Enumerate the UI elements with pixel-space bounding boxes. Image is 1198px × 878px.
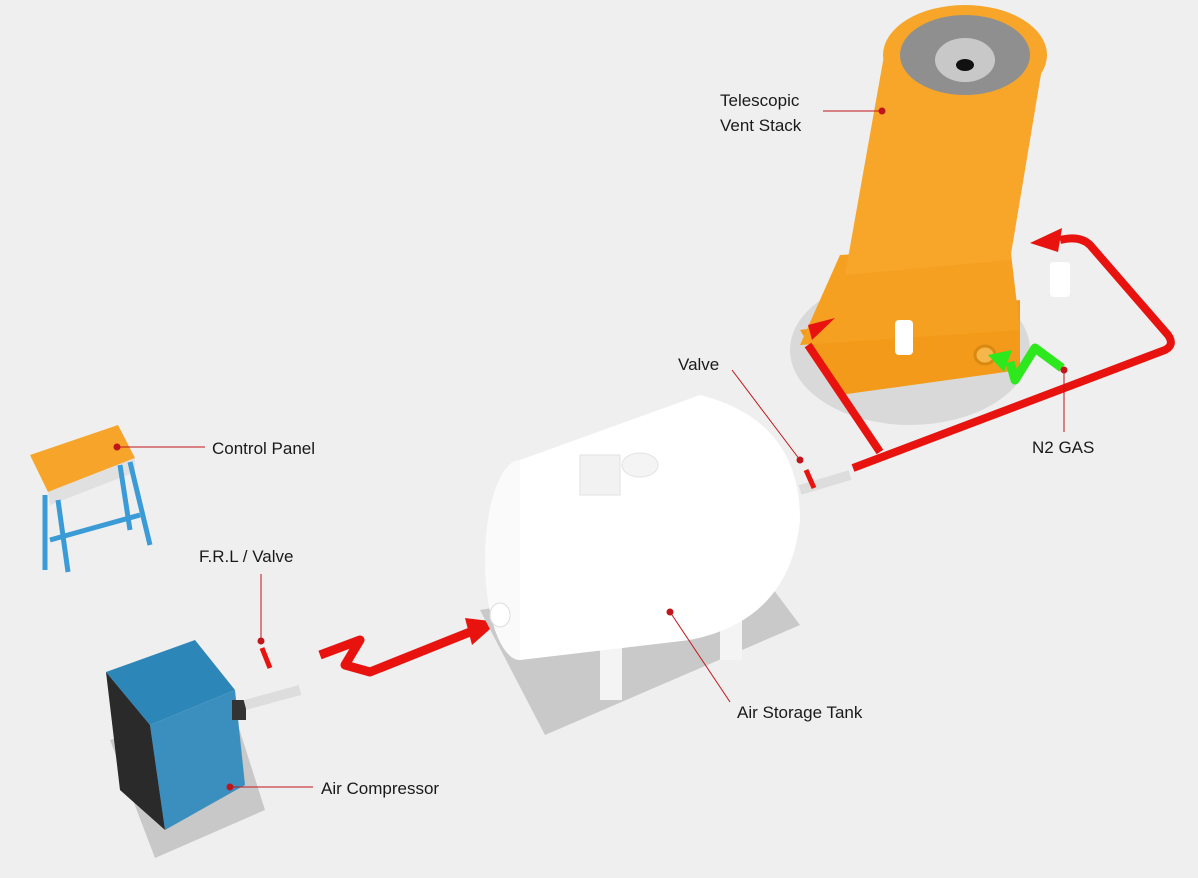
label-air-compressor: Air Compressor xyxy=(321,779,440,798)
label-vent-stack-line2: Vent Stack xyxy=(720,116,802,135)
label-vent-stack: Telescopic Vent Stack xyxy=(720,88,801,138)
air-pipe-compressor-to-tank xyxy=(318,618,498,677)
valve-illustration xyxy=(798,468,852,495)
control-panel-illustration xyxy=(30,425,153,573)
vent-stack-illustration xyxy=(790,5,1070,425)
frl-valve-illustration xyxy=(243,647,302,710)
label-n2-gas: N2 GAS xyxy=(1032,438,1095,457)
label-vent-stack-line1: Telescopic xyxy=(720,91,800,110)
air-compressor-illustration xyxy=(106,640,265,858)
n2-gas-pipe xyxy=(988,343,1065,385)
air-storage-tank-illustration xyxy=(480,395,800,735)
label-control-panel: Control Panel xyxy=(212,439,316,458)
n2-distribution-pipe xyxy=(804,228,1175,472)
leader-lines xyxy=(113,107,1068,791)
label-valve: Valve xyxy=(678,355,720,374)
label-frl-valve: F.R.L / Valve xyxy=(199,547,294,566)
label-air-storage-tank: Air Storage Tank xyxy=(737,703,863,722)
